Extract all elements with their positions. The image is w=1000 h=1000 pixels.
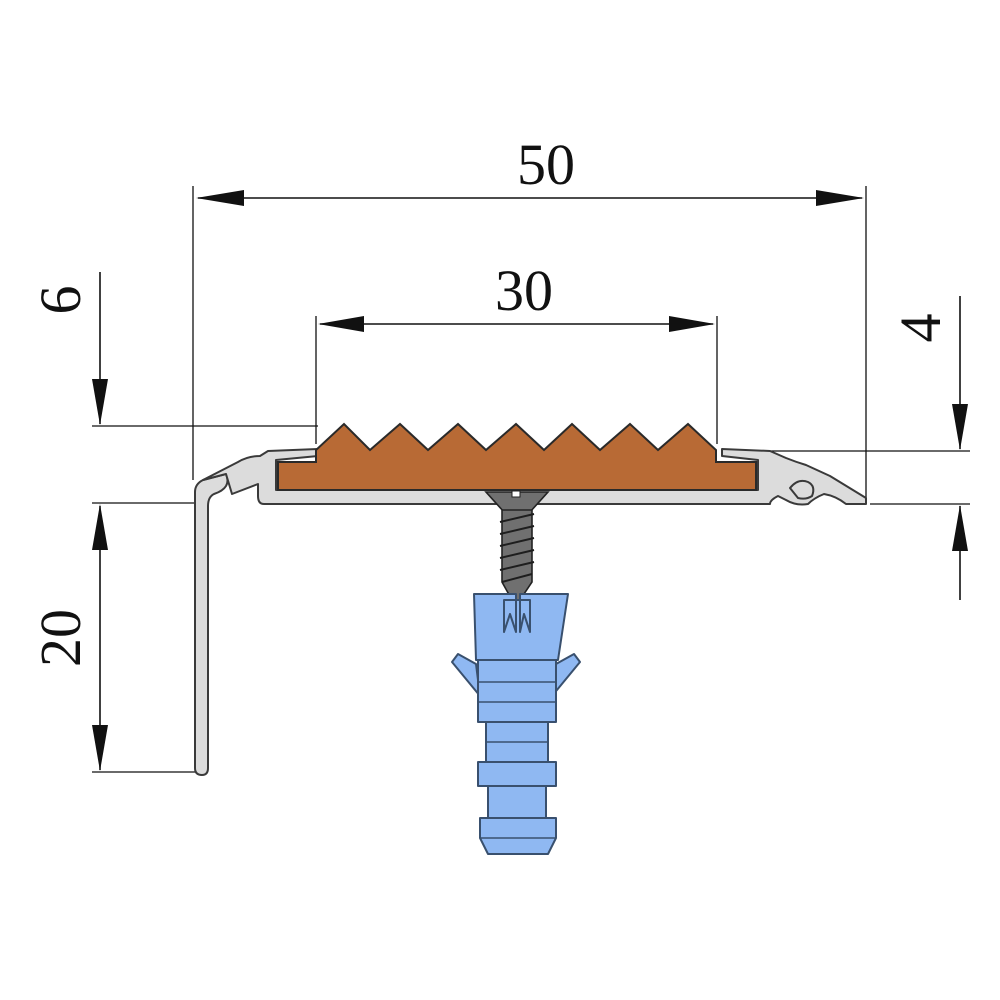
- wall-plug: [451, 593, 581, 855]
- screw: [484, 490, 550, 601]
- arrowhead-left: [196, 190, 244, 206]
- rubber-insert: [277, 422, 757, 491]
- dimension-label-50: 50: [517, 132, 575, 197]
- screw-thread: [499, 561, 535, 571]
- dowel-tip: [479, 817, 557, 855]
- arrowhead-down: [92, 379, 108, 425]
- dimension-label-4: 4: [888, 314, 953, 343]
- dimension-30: 30: [315, 258, 718, 444]
- screw-thread: [499, 537, 535, 547]
- dowel-neck-lower: [487, 785, 547, 819]
- screw-thread: [501, 573, 533, 583]
- profile-vertical-leg: [194, 473, 229, 776]
- arrowhead-left: [318, 316, 364, 332]
- dimension-label-20: 20: [28, 609, 93, 667]
- dowel-body-upper: [477, 659, 557, 723]
- dowel-collar: [473, 593, 569, 661]
- dimension-50: 50: [192, 132, 867, 500]
- dimension-label-6: 6: [28, 286, 93, 315]
- screw-thread: [499, 513, 535, 523]
- arrowhead-down: [92, 725, 108, 771]
- dimension-4: 4: [770, 296, 970, 600]
- dimension-6: 6: [28, 272, 318, 550]
- arrowhead-down: [952, 404, 968, 450]
- screw-thread: [499, 525, 535, 535]
- dimension-label-30: 30: [495, 258, 553, 323]
- arrowhead-right: [669, 316, 715, 332]
- profile-hook: [789, 479, 815, 500]
- screw-thread: [499, 549, 535, 559]
- rubber-insert-strip: [277, 422, 757, 491]
- arrowhead-right: [816, 190, 864, 206]
- dimension-20: 20: [28, 506, 196, 773]
- dowel-collar-lower: [477, 761, 557, 787]
- screw-slot: [511, 490, 521, 498]
- arrowhead-up: [952, 505, 968, 551]
